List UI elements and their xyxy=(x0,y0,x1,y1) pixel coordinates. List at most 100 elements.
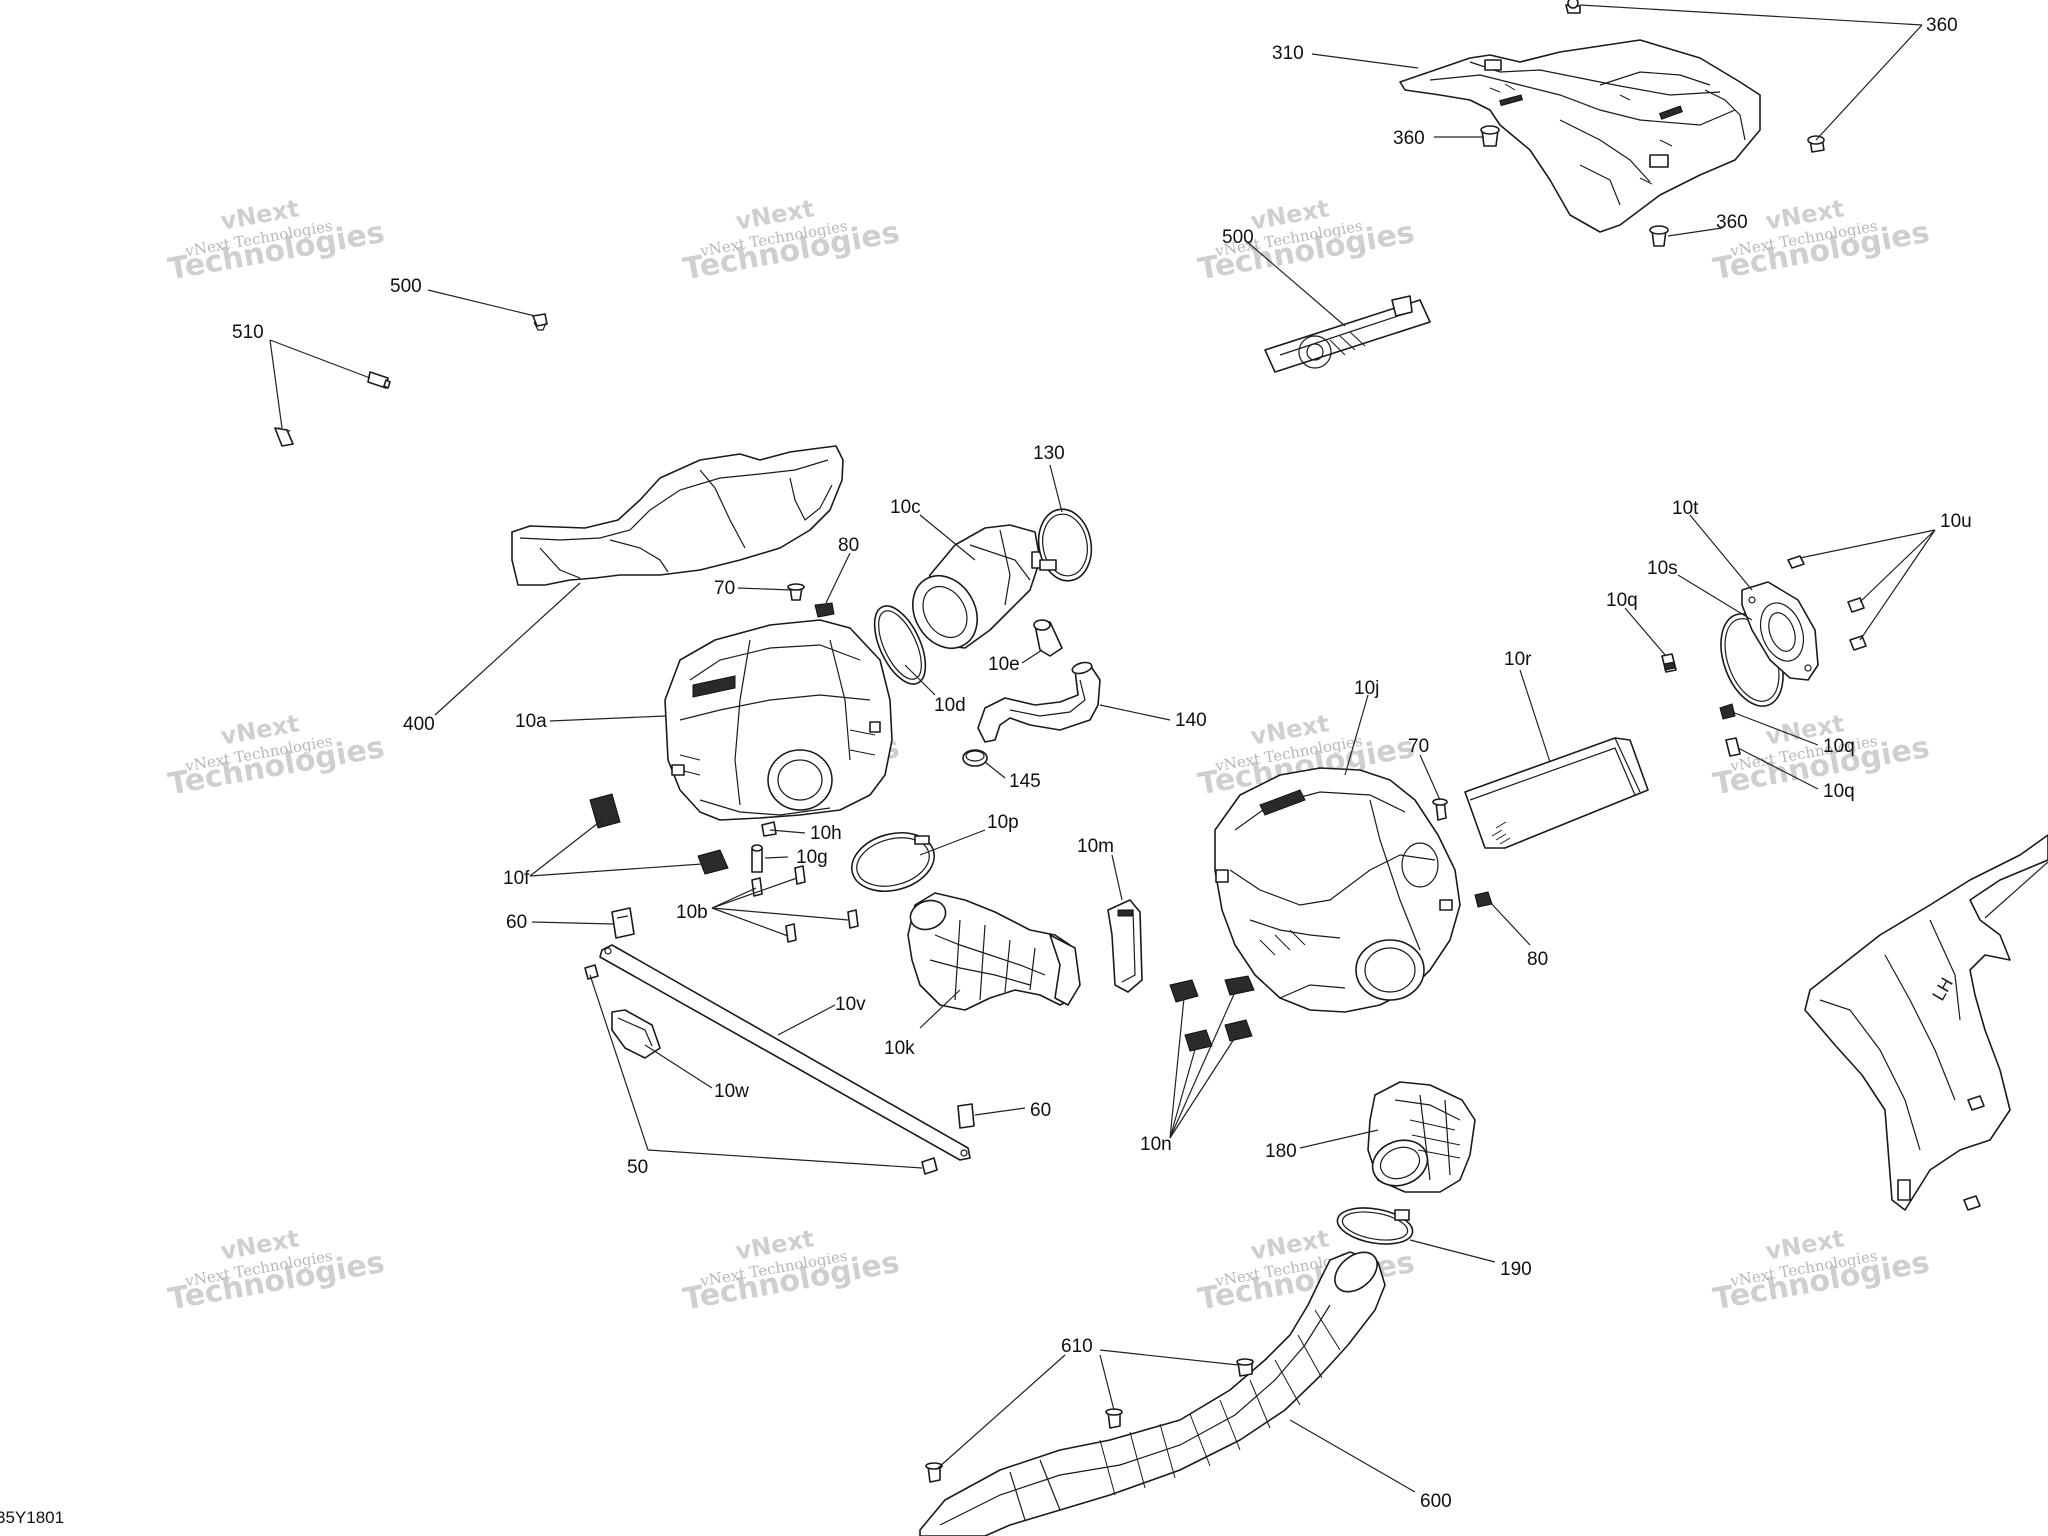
part-70-screw-upper xyxy=(787,583,805,601)
callout-50: 50 xyxy=(627,1157,648,1178)
callout-130: 130 xyxy=(1033,443,1065,464)
part-510-screw-upper xyxy=(367,371,391,389)
part-10q-clip-upper xyxy=(1661,653,1677,673)
callout-10e: 10e xyxy=(988,654,1020,675)
part-10w-gasket xyxy=(611,1009,661,1059)
part-10b-screw xyxy=(785,923,797,943)
callout-70: 70 xyxy=(714,578,735,599)
part-145-clamp xyxy=(962,749,988,767)
part-80-clip-lower xyxy=(1474,891,1493,908)
callout-360: 360 xyxy=(1393,128,1425,149)
part-10n-foot xyxy=(1169,979,1199,1003)
part-10b-screw xyxy=(847,909,859,929)
part-610-fastener xyxy=(1105,1408,1123,1429)
part-360-fastener-top xyxy=(1565,0,1581,14)
part-10m-filter xyxy=(1107,899,1143,993)
leader-lines xyxy=(269,4,2048,1493)
part-510-screw-lower xyxy=(274,427,294,447)
part-10n-foot xyxy=(1224,1019,1253,1042)
callout-500: 500 xyxy=(390,276,422,297)
part-50-screw xyxy=(921,1157,938,1175)
watermark: Technologies vNext Technologies vNext xyxy=(1711,194,1933,287)
callout-10v: 10v xyxy=(835,994,866,1015)
callout-10r: 10r xyxy=(1504,649,1532,670)
part-10u-screw xyxy=(1849,635,1867,651)
callout-80: 80 xyxy=(1527,949,1548,970)
part-80-clip-upper xyxy=(814,602,835,618)
callout-10f: 10f xyxy=(503,868,530,889)
part-10j-airbox xyxy=(1214,767,1461,1013)
part-360-fastener-left xyxy=(1480,125,1500,147)
callout-10c: 10c xyxy=(890,497,921,518)
callout-510: 510 xyxy=(232,322,264,343)
part-10u-screw xyxy=(1787,555,1805,569)
watermark: Technologies vNext Technologies vNext xyxy=(166,1224,388,1317)
callout-500: 500 xyxy=(1222,227,1254,248)
part-50-screw xyxy=(584,964,599,980)
callout-10p: 10p xyxy=(987,812,1019,833)
callout-10a: 10a xyxy=(515,711,547,732)
part-360-fastener-right xyxy=(1807,135,1825,153)
part-side-panel: LH xyxy=(1804,834,2048,1211)
callout-10h: 10h xyxy=(810,823,842,844)
part-10n-foot xyxy=(1184,1029,1213,1052)
part-10k-boot xyxy=(907,892,1081,1011)
callout-10d: 10d xyxy=(934,695,966,716)
part-60-clip-upper xyxy=(611,907,635,939)
part-500-clip xyxy=(532,313,548,331)
callout-145: 145 xyxy=(1009,771,1041,792)
callout-10m: 10m xyxy=(1077,836,1114,857)
watermark: Technologies vNext Technologies vNext xyxy=(681,1224,903,1317)
part-10v-strap xyxy=(599,944,971,1161)
watermark: Technologies vNext Technologies vNext xyxy=(1711,1224,1933,1317)
callout-60: 60 xyxy=(1030,1100,1051,1121)
part-10p-clamp xyxy=(850,832,936,892)
part-310-bracket xyxy=(1399,39,1761,233)
callout-360: 360 xyxy=(1926,15,1958,36)
part-10n-foot xyxy=(1224,975,1255,996)
part-10g-pin xyxy=(751,844,763,873)
part-180-boot xyxy=(1367,1081,1476,1193)
part-10r-filter-element xyxy=(1464,737,1649,849)
part-10b-screw xyxy=(794,865,806,885)
callout-10q: 10q xyxy=(1606,590,1638,611)
part-10f-foot xyxy=(589,793,621,829)
callout-400: 400 xyxy=(403,714,435,735)
part-70-screw-lower xyxy=(1432,798,1448,821)
part-500-grille xyxy=(1264,295,1431,373)
callout-10b: 10b xyxy=(676,902,708,923)
part-400-shield xyxy=(511,445,844,586)
callout-70: 70 xyxy=(1408,736,1429,757)
watermark: Technologies vNext Technologies vNext xyxy=(681,194,903,287)
part-10c-adapter xyxy=(912,524,1047,649)
callout-10u: 10u xyxy=(1940,511,1972,532)
callout-310: 310 xyxy=(1272,43,1304,64)
callout-10t: 10t xyxy=(1672,498,1699,519)
callout-60: 60 xyxy=(506,912,527,933)
callout-10w: 10w xyxy=(714,1081,749,1102)
part-130-clamp xyxy=(1037,508,1093,582)
part-60-clip-lower xyxy=(957,1103,975,1129)
part-610-fastener xyxy=(1236,1358,1254,1377)
part-10h-clip xyxy=(761,821,777,837)
part-600-duct xyxy=(919,1251,1386,1536)
part-10q-clip-middle xyxy=(1719,703,1736,720)
part-side-panel-screw xyxy=(1967,1095,1985,1111)
callout-labels: 310 360 360 360 500 500 510 130 10c 80 7… xyxy=(232,15,1972,1512)
part-side-panel-screw xyxy=(1963,1195,1981,1211)
part-190-clamp xyxy=(1336,1207,1414,1245)
callout-10k: 10k xyxy=(884,1038,915,1059)
part-10q-clip-lower xyxy=(1725,737,1741,757)
callout-190: 190 xyxy=(1500,1259,1532,1280)
callout-180: 180 xyxy=(1265,1141,1297,1162)
watermarks: Technologies vNext Technologies vNext Te… xyxy=(166,194,1933,1317)
callout-10g: 10g xyxy=(796,847,828,868)
callout-10s: 10s xyxy=(1647,558,1678,579)
part-10e-fitting xyxy=(1033,619,1063,657)
callout-600: 600 xyxy=(1420,1491,1452,1512)
part-10f-foot xyxy=(697,849,729,875)
callout-10q: 10q xyxy=(1823,736,1855,757)
watermark: Technologies vNext Technologies vNext xyxy=(166,709,388,802)
watermark: Technologies vNext Technologies vNext xyxy=(166,194,388,287)
callout-80: 80 xyxy=(838,535,859,556)
